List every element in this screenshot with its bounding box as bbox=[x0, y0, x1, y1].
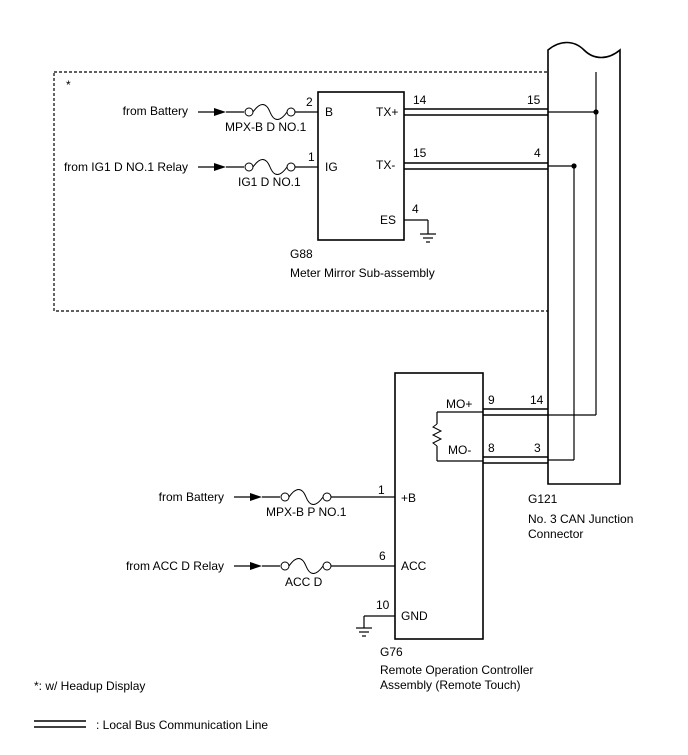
fuse-icon bbox=[244, 104, 296, 120]
junction-dot bbox=[593, 109, 599, 115]
g76-terminal-mo-plus: MO+ bbox=[446, 397, 472, 411]
g76-name-line1: Remote Operation Controller bbox=[380, 663, 533, 677]
g88-pin-tx-plus: 14 bbox=[413, 93, 427, 107]
legend-label: : Local Bus Communication Line bbox=[96, 718, 268, 732]
g88-terminal-ig: IG bbox=[325, 160, 338, 174]
g121-name-line1: No. 3 CAN Junction bbox=[528, 512, 633, 526]
bus-line-tx-plus bbox=[404, 108, 548, 116]
g76-terminal-acc: ACC bbox=[401, 559, 427, 573]
g88-pin-tx-minus: 15 bbox=[413, 146, 427, 160]
g76-pin-gnd: 10 bbox=[376, 598, 390, 612]
g88-source-battery: from Battery bbox=[123, 104, 188, 118]
junction-dot bbox=[571, 163, 577, 169]
option-note: *: w/ Headup Display bbox=[34, 679, 145, 693]
g76-source-acc-relay: from ACC D Relay bbox=[126, 559, 224, 573]
ground-icon bbox=[420, 233, 436, 243]
g121-pin-4: 4 bbox=[534, 146, 541, 160]
g88-name: Meter Mirror Sub-assembly bbox=[290, 266, 435, 280]
g88-fuse-mpx-b-d-no1: MPX-B D NO.1 bbox=[225, 120, 307, 134]
g76-name-line2: Assembly (Remote Touch) bbox=[380, 678, 521, 692]
g88-code: G88 bbox=[290, 247, 313, 261]
g88-terminal-b: B bbox=[325, 105, 333, 119]
bus-line-mo-minus bbox=[483, 456, 548, 464]
g76-terminal-gnd: GND bbox=[401, 609, 428, 623]
arrow-icon bbox=[198, 108, 226, 116]
arrow-icon bbox=[234, 493, 262, 501]
g121-name-line2: Connector bbox=[528, 527, 583, 541]
ground-icon bbox=[356, 627, 372, 637]
g76-pin-mo-plus: 9 bbox=[488, 393, 495, 407]
g88-terminal-tx-plus: TX+ bbox=[376, 105, 398, 119]
g76-terminal-plus-b: +B bbox=[401, 491, 416, 505]
g88-source-ig1-relay: from IG1 D NO.1 Relay bbox=[64, 160, 188, 174]
g88-component-box bbox=[317, 91, 405, 241]
g76-fuse-mpx-b-p-no1: MPX-B P NO.1 bbox=[266, 505, 347, 519]
arrow-icon bbox=[198, 163, 226, 171]
fuse-icon bbox=[280, 558, 332, 574]
resistor-icon bbox=[431, 423, 443, 447]
g121-junction-connector bbox=[547, 41, 621, 485]
g88-pin-es: 4 bbox=[412, 202, 419, 216]
g76-code: G76 bbox=[380, 645, 403, 659]
fuse-icon bbox=[244, 159, 296, 175]
g76-source-battery: from Battery bbox=[159, 490, 224, 504]
bus-line-tx-minus bbox=[404, 162, 548, 170]
g88-pin-b: 2 bbox=[306, 95, 313, 109]
g76-pin-acc: 6 bbox=[379, 549, 386, 563]
arrow-icon bbox=[234, 562, 262, 570]
option-marker: * bbox=[66, 78, 71, 92]
g121-pin-3: 3 bbox=[534, 441, 541, 455]
g88-terminal-es: ES bbox=[380, 213, 396, 227]
legend-bus-line-icon bbox=[34, 720, 86, 728]
g121-code: G121 bbox=[528, 492, 558, 506]
g76-pin-mo-minus: 8 bbox=[488, 441, 495, 455]
g88-terminal-tx-minus: TX- bbox=[376, 158, 395, 172]
g76-pin-plus-b: 1 bbox=[378, 483, 385, 497]
g121-pin-14: 14 bbox=[530, 393, 544, 407]
g76-fuse-acc-d: ACC D bbox=[285, 575, 323, 589]
g121-pin-15: 15 bbox=[527, 93, 541, 107]
g76-terminal-mo-minus: MO- bbox=[448, 443, 471, 457]
fuse-icon bbox=[280, 489, 332, 505]
bus-line-mo-plus bbox=[483, 408, 548, 416]
g76-component-box bbox=[394, 372, 484, 640]
g88-fuse-ig1-d-no1: IG1 D NO.1 bbox=[238, 175, 301, 189]
g88-pin-ig: 1 bbox=[308, 150, 315, 164]
